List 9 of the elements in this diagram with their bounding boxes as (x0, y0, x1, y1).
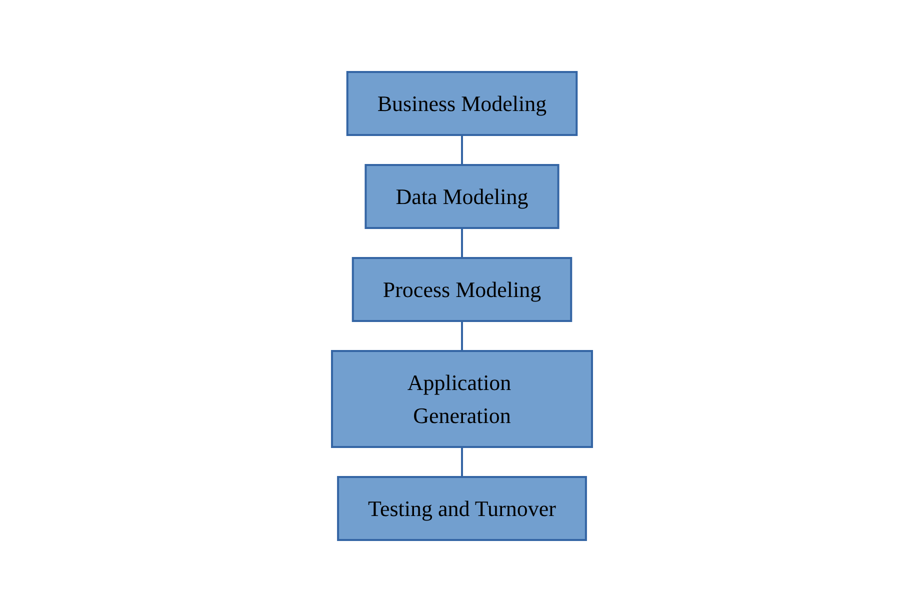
node-box: Process Modeling (352, 257, 572, 322)
connector (461, 321, 463, 351)
node-box: Application Generation (331, 350, 593, 448)
connector (461, 228, 463, 258)
node-box: Data Modeling (364, 164, 560, 229)
node-box: Business Modeling (346, 71, 578, 136)
node-box: Testing and Turnover (337, 476, 587, 541)
connector (461, 447, 463, 477)
connector (461, 135, 463, 165)
